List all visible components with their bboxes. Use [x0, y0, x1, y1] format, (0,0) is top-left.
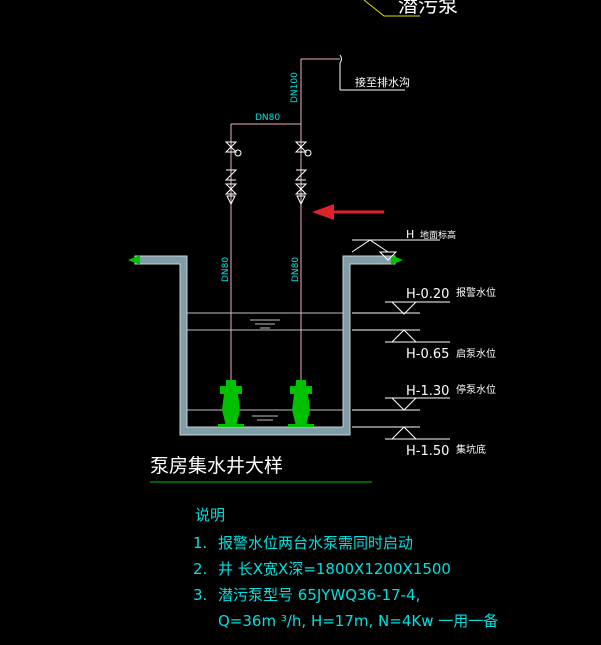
level-1-value: H-0.20: [406, 287, 449, 302]
pump-right-icon: [288, 380, 314, 427]
note-3-num: 3.: [193, 586, 207, 604]
level-1-name: 报警水位: [456, 286, 496, 299]
check-valve-icon: [224, 169, 238, 181]
note-1-text: 报警水位两台水泵需同时启动: [218, 534, 413, 552]
pipe-dn80-left-label: DN80: [221, 257, 231, 282]
top-leader-line: [363, 0, 420, 17]
notes-heading: 说明: [195, 506, 225, 524]
valve-handwheel-icon: [304, 149, 312, 157]
level-2-value: H-0.65: [406, 347, 449, 362]
valve-icon: [294, 183, 308, 195]
pipe-dn80-right-label: DN80: [291, 257, 301, 282]
level-4-value: H-1.50: [406, 444, 449, 459]
check-valve-icon: [294, 169, 308, 181]
header-pipe: DN80: [231, 113, 301, 125]
note-3-text: 潜污泵型号 65JYWQ36-17-4,: [218, 586, 420, 604]
sump-pit: [128, 255, 403, 436]
left-riser: DN80: [221, 124, 242, 385]
detail-title: 泵房集水井大样: [150, 455, 283, 477]
pipe-dn100-label: DN100: [290, 72, 300, 103]
valve-icon: [224, 183, 238, 195]
top-label: 潜污泵: [398, 0, 458, 17]
detail-title-group: 泵房集水井大样: [150, 455, 372, 483]
reducer-icon: [226, 195, 236, 206]
level-marker-1: H-0.20 报警水位: [352, 286, 496, 315]
level-marker-2: H-0.65 启泵水位: [352, 329, 496, 362]
top-label-group: 潜污泵: [363, 0, 458, 17]
reducer-icon: [296, 195, 306, 206]
note-2-num: 2.: [193, 560, 207, 578]
note-1-num: 1.: [193, 534, 207, 552]
notes-section: 说明 1. 报警水位两台水泵需同时启动 2. 井 长X宽X深=1800X1200…: [193, 506, 498, 630]
floor-level-name: 地面标高: [420, 229, 456, 241]
outlet-pipe: 接至排水沟 DN100: [290, 54, 410, 125]
level-marker-4: H-1.50 集坑底: [352, 426, 486, 459]
right-ground-arrow-icon: [391, 255, 403, 265]
floor-level-marker: H 地面标高: [351, 228, 456, 261]
outlet-end-icon: [339, 54, 342, 64]
red-arrow-icon: [312, 204, 384, 220]
level-3-value: H-1.30: [406, 384, 449, 399]
left-ground-arrow-icon: [128, 255, 140, 265]
level-4-name: 集坑底: [456, 443, 486, 456]
pipe-dn80-h-label: DN80: [255, 113, 280, 123]
right-riser: DN80: [291, 124, 312, 385]
floor-level-value: H: [406, 228, 414, 241]
level-2-name: 启泵水位: [456, 347, 496, 360]
note-3-spec: Q=36m ³/h, H=17m, N=4Kw 一用一备: [218, 612, 498, 630]
gate-valve-icon: [224, 141, 238, 153]
pit-wall: [134, 255, 396, 436]
water-surface-low-icon: [252, 415, 278, 421]
gate-valve-icon: [294, 141, 308, 153]
level-marker-3: H-1.30 停泵水位: [352, 383, 496, 411]
water-surface-icon: [250, 319, 280, 329]
note-2-text: 井 长X宽X深=1800X1200X1500: [218, 560, 451, 578]
outlet-label: 接至排水沟: [355, 75, 410, 89]
level-3-name: 停泵水位: [456, 383, 496, 396]
pump-left-icon: [218, 380, 244, 427]
valve-handwheel-icon: [234, 149, 242, 157]
